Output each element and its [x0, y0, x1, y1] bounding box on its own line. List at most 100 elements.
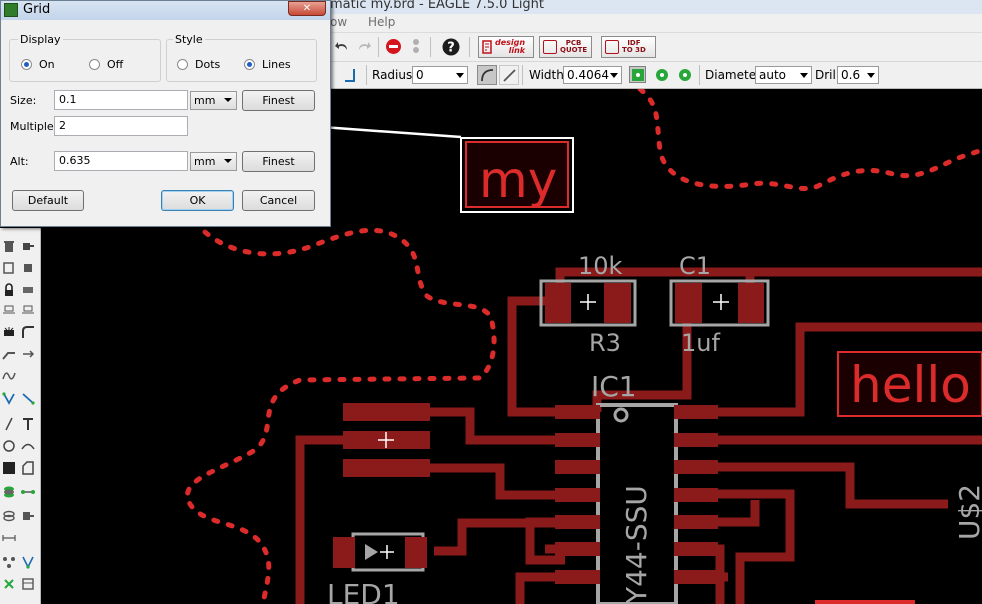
text-icon: [23, 418, 33, 430]
autorouter-tool[interactable]: [20, 554, 36, 570]
grid-icon: [4, 3, 18, 17]
gateswap-tool[interactable]: [20, 282, 36, 298]
hole-tool[interactable]: [1, 508, 17, 524]
signal-tool[interactable]: [20, 484, 36, 500]
radius-combo[interactable]: 0: [412, 66, 468, 84]
hello-text-block[interactable]: [837, 351, 982, 417]
size-label: Size:: [10, 94, 37, 107]
via-round-icon: [655, 68, 668, 81]
bend-style-icon: [345, 69, 355, 82]
round-corner-button[interactable]: [477, 65, 497, 85]
c1-capacitor[interactable]: [669, 279, 770, 327]
drill-combo[interactable]: 0.6: [837, 66, 879, 84]
width-combo[interactable]: 0.4064: [563, 66, 622, 84]
split-tool[interactable]: [1, 346, 17, 362]
wire-tool[interactable]: [1, 416, 17, 432]
via-octagon-button[interactable]: [676, 66, 693, 83]
multiple-input[interactable]: 2: [54, 116, 188, 136]
display-on-label: On: [39, 58, 55, 71]
design-link-button[interactable]: design link: [478, 36, 534, 58]
help-button[interactable]: ?: [441, 37, 461, 57]
design-link-line2: link: [508, 46, 526, 55]
replace-tool[interactable]: [1, 260, 17, 276]
menu-window[interactable]: ow: [330, 15, 348, 29]
help-icon: ?: [442, 38, 460, 56]
lock-tool[interactable]: [1, 282, 17, 298]
ic1-chip[interactable]: [555, 403, 718, 604]
display-off-radio[interactable]: [89, 59, 100, 70]
cancel-button[interactable]: Cancel: [242, 190, 315, 211]
via-square-button[interactable]: [629, 66, 646, 83]
bend-style-button[interactable]: [342, 66, 360, 84]
size-unit-value: mm: [194, 94, 216, 107]
via-icon: [4, 486, 14, 498]
idf-to-3d-button[interactable]: IDF TO 3D: [601, 36, 656, 58]
ratsnest-tool[interactable]: [1, 554, 17, 570]
style-lines-radio[interactable]: [244, 59, 255, 70]
value-tool[interactable]: [1, 302, 17, 318]
three-pin-part[interactable]: [343, 403, 430, 477]
alt-unit-combo[interactable]: mm: [190, 152, 237, 171]
style-dots-radio[interactable]: [177, 59, 188, 70]
name-tool[interactable]: [20, 302, 36, 318]
smash-tool[interactable]: [1, 324, 17, 340]
cancel-label: Cancel: [259, 194, 298, 207]
pinswap-tool[interactable]: [20, 260, 36, 276]
idf-to-3d-line1: IDF: [627, 39, 641, 47]
pcb-quote-line1: PCB: [565, 39, 582, 47]
route-icon: [2, 392, 15, 405]
dialog-titlebar[interactable]: Grid ✕: [1, 1, 330, 20]
chamfer-corner-button[interactable]: [499, 65, 519, 85]
replace-icon: [3, 262, 14, 274]
meander-tool[interactable]: [1, 368, 17, 384]
size-unit-combo[interactable]: mm: [190, 91, 237, 110]
alt-unit-value: mm: [194, 155, 216, 168]
ok-button[interactable]: OK: [161, 190, 234, 211]
r3-value-label: 10k: [578, 252, 623, 280]
alt-finest-button[interactable]: Finest: [242, 151, 315, 172]
add-tool[interactable]: [20, 238, 36, 254]
default-label: Default: [27, 194, 69, 207]
r3-resistor[interactable]: [539, 279, 637, 327]
led1-part[interactable]: [333, 532, 427, 572]
circle-tool[interactable]: [1, 438, 17, 454]
toolbar-separator: [430, 37, 431, 57]
window-title: ematic my.brd - EAGLE 7.5.0 Light: [322, 0, 545, 12]
pcb-quote-button[interactable]: PCB QUOTE: [539, 36, 592, 58]
errors-tool[interactable]: [1, 576, 17, 592]
close-button[interactable]: ✕: [288, 1, 326, 16]
menu-help[interactable]: Help: [368, 15, 396, 29]
stop-button[interactable]: [385, 38, 402, 55]
via-tool[interactable]: [1, 484, 17, 500]
size-finest-label: Finest: [262, 94, 295, 107]
miter-tool[interactable]: [20, 324, 36, 340]
toolbar-separator: [699, 65, 700, 85]
polygon-tool[interactable]: [20, 460, 36, 476]
redo-button[interactable]: [356, 38, 372, 54]
alt-input[interactable]: 0.635: [54, 151, 188, 171]
go-button[interactable]: [409, 38, 423, 55]
via-round-button[interactable]: [653, 66, 670, 83]
undo-button[interactable]: [334, 38, 350, 54]
board-drawing[interactable]: my hello 10k R3 C1 1uf IC1 Y44-SSU LED1 …: [41, 89, 982, 604]
rect-tool[interactable]: [1, 460, 17, 476]
size-finest-button[interactable]: Finest: [242, 90, 315, 111]
diameter-combo[interactable]: auto: [755, 66, 812, 84]
my-text-block[interactable]: [321, 125, 574, 213]
arc-tool[interactable]: [20, 438, 36, 454]
default-button[interactable]: Default: [12, 190, 84, 211]
delete-tool[interactable]: [1, 238, 17, 254]
style-lines-label: Lines: [262, 58, 291, 71]
pcb-quote-line2: QUOTE: [560, 46, 588, 54]
board-bottom-outline: [815, 600, 915, 604]
optimize-tool[interactable]: [20, 346, 36, 362]
drc-tool[interactable]: [20, 576, 36, 592]
chamfer-corner-icon: [503, 69, 516, 82]
attribute-tool[interactable]: [20, 508, 36, 524]
dimension-tool[interactable]: [1, 530, 17, 546]
display-on-radio[interactable]: [21, 59, 32, 70]
size-input[interactable]: 0.1: [54, 90, 188, 110]
route-tool[interactable]: [1, 390, 17, 406]
ripup-tool[interactable]: [20, 390, 36, 406]
text-tool[interactable]: [20, 416, 36, 432]
